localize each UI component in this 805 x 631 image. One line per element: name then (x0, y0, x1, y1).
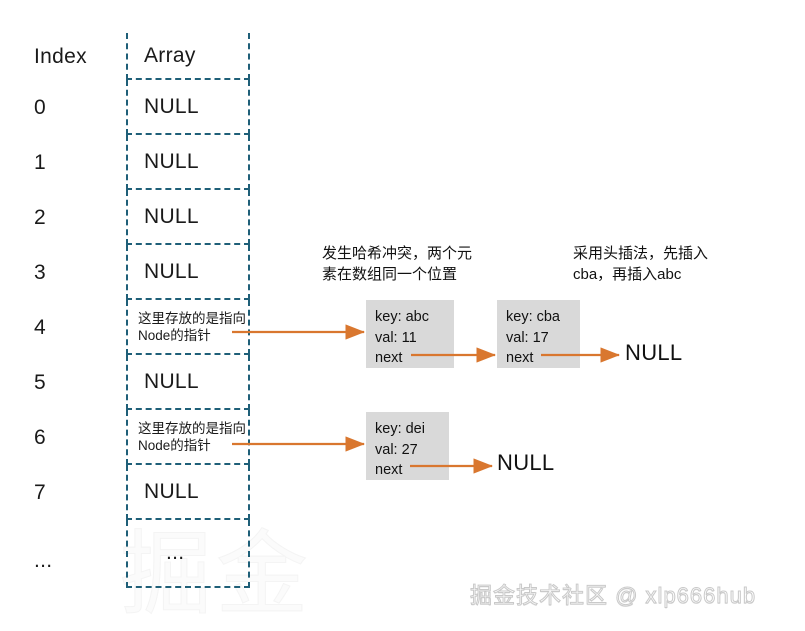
node-abc-key: key: abc (375, 309, 429, 325)
array-cell-6[interactable]: 这里存放的是指向Node的指针 (126, 410, 250, 465)
node-dei-val: val: 27 (375, 441, 418, 458)
node-cba-key: key: cba (506, 309, 560, 325)
node-cba-val: val: 17 (506, 329, 549, 346)
index-cell-2: 2 (34, 205, 46, 229)
array-cell-ellipsis: ... (126, 520, 250, 588)
index-cell-4: 4 (34, 315, 46, 339)
index-cell-6: 6 (34, 425, 46, 449)
array-cell-5-value: NULL (144, 369, 199, 393)
annotation-head-insertion: 采用头插法，先插入 cba，再插入abc (573, 245, 709, 283)
array-cell-6-value: 这里存放的是指向Node的指针 (138, 420, 246, 453)
annotation-collision: 发生哈希冲突，两个元 素在数组同一个位置 (322, 245, 473, 283)
array-cell-2-value: NULL (144, 204, 199, 228)
watermark-text: 掘金技术社区 @ xlp666hub (469, 583, 757, 609)
array-cell-4[interactable]: 这里存放的是指向Node的指针 (126, 300, 250, 355)
null-terminator-bucket6: NULL (497, 450, 555, 475)
array-cell-1[interactable]: NULL (126, 135, 250, 190)
index-cell-3: 3 (34, 260, 46, 284)
node-abc-next: next (375, 350, 403, 366)
node-cba-next: next (506, 350, 534, 366)
array-cell-2[interactable]: NULL (126, 190, 250, 245)
index-cell-1: 1 (34, 150, 46, 174)
array-cell-4-value: 这里存放的是指向Node的指针 (138, 310, 246, 343)
array-cell-3[interactable]: NULL (126, 245, 250, 300)
array-column-header: Array (126, 33, 250, 80)
background-watermark: 掘金 (119, 524, 313, 627)
index-cell-7: 7 (34, 480, 46, 504)
array-cell-7-value: NULL (144, 479, 199, 503)
index-cell-0: 0 (34, 95, 46, 119)
null-terminator-bucket4: NULL (625, 340, 683, 365)
array-cell-0[interactable]: NULL (126, 80, 250, 135)
node-dei-next: next (375, 462, 403, 478)
array-cell-1-value: NULL (144, 149, 199, 173)
array-cell-0-value: NULL (144, 94, 199, 118)
index-cell-ellipsis: ... (34, 548, 53, 572)
array-cell-ellipsis-value: ... (166, 541, 185, 564)
array-header-label: Array (144, 43, 196, 67)
array-cell-3-value: NULL (144, 259, 199, 283)
node-dei-key: key: dei (375, 421, 425, 437)
index-cell-5: 5 (34, 370, 46, 394)
node-box-cba[interactable]: key: cba val: 17 next (497, 300, 580, 368)
index-column-header: Index (34, 44, 87, 68)
node-box-abc[interactable]: key: abc val: 11 next (366, 300, 454, 368)
node-abc-val: val: 11 (375, 329, 417, 346)
node-box-dei[interactable]: key: dei val: 27 next (366, 412, 449, 480)
array-cell-7[interactable]: NULL (126, 465, 250, 520)
array-cell-5[interactable]: NULL (126, 355, 250, 410)
